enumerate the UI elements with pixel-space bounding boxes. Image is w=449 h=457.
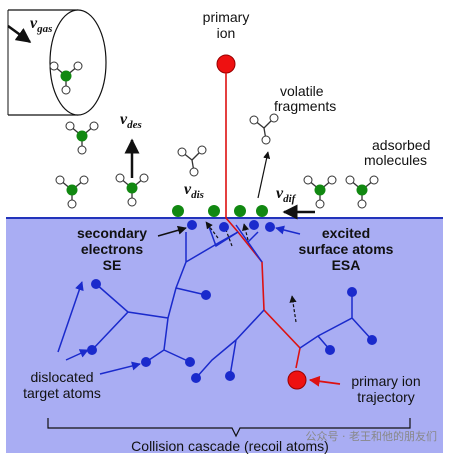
volatile-fragment-arrow: [257, 151, 271, 199]
esa-label-3: ESA: [332, 257, 361, 273]
watermark: 公众号 · 老王和他的朋友们: [306, 429, 438, 443]
v-dif-label: vdif: [276, 185, 297, 205]
se-label-1: secondary: [77, 225, 147, 241]
volatile-label-1: volatile: [280, 83, 324, 99]
molecule-desorbed-1: [65, 121, 99, 155]
dislocated-pointer-3: [99, 361, 141, 375]
cascade-atom: [87, 345, 97, 355]
dislocated-label-1: dislocated: [30, 369, 93, 385]
dislocated-pointer-1: [57, 281, 84, 353]
primary-ion-end: [287, 370, 307, 390]
gas-molecule: [49, 61, 83, 95]
v-dis-label: vdis: [184, 181, 204, 201]
cascade-atom: [191, 373, 201, 383]
molecule-surface-1: [115, 173, 149, 207]
se-label-2: electrons: [81, 241, 143, 257]
gas-inlet-cylinder: [7, 9, 107, 116]
esa-label-1: excited: [322, 225, 370, 241]
volatile-label-2: fragments: [274, 98, 336, 114]
cascade-atom: [201, 290, 211, 300]
primary-ion-ball: [216, 54, 236, 74]
primary-ion-label-1: primary: [203, 9, 250, 25]
gas-flow-arrow: [7, 24, 32, 44]
trajectory-label-1: primary ion: [351, 373, 420, 389]
cascade-brace: [47, 418, 411, 438]
cascade-atom: [141, 357, 151, 367]
molecule-surface-4: [345, 175, 379, 209]
se-pointer-arrow: [157, 225, 187, 237]
cascade-atom: [185, 357, 195, 367]
molecule-surface-2: [55, 175, 89, 209]
cascade-atom: [225, 371, 235, 381]
cascade-atom: [325, 345, 335, 355]
esa-pointer-arrow: [275, 225, 301, 235]
adsorbed-label-2: molecules: [364, 152, 427, 168]
cascade-atom: [347, 287, 357, 297]
dislocated-label-2: target atoms: [23, 385, 101, 401]
surface-excited-atoms: [187, 220, 275, 232]
trajectory-label-2: trajectory: [357, 389, 415, 405]
collision-cascade: [91, 223, 373, 379]
molecules-layer: [49, 61, 379, 209]
v-des-label: vdes: [120, 111, 142, 131]
primary-ion-label-2: ion: [217, 25, 236, 41]
se-label-3: SE: [103, 257, 122, 273]
molecule-surface-3: [303, 175, 337, 209]
trajectory-pointer-arrow: [308, 375, 341, 387]
esa-label-2: surface atoms: [299, 241, 394, 257]
fragment-1: [177, 145, 207, 177]
adsorbed-label-1: adsorbed: [372, 137, 430, 153]
fragment-2: [249, 113, 279, 145]
cascade-atom: [91, 279, 101, 289]
surface-adatoms: [172, 205, 268, 217]
collision-cascade-label: Collision cascade (recoil atoms): [131, 438, 329, 454]
v-gas-label: vgas: [30, 15, 52, 35]
cascade-atom: [367, 335, 377, 345]
dislocated-pointer-2: [65, 349, 89, 361]
cascade-atoms: [87, 279, 377, 383]
recoil-dashed-arrows: [205, 221, 297, 323]
